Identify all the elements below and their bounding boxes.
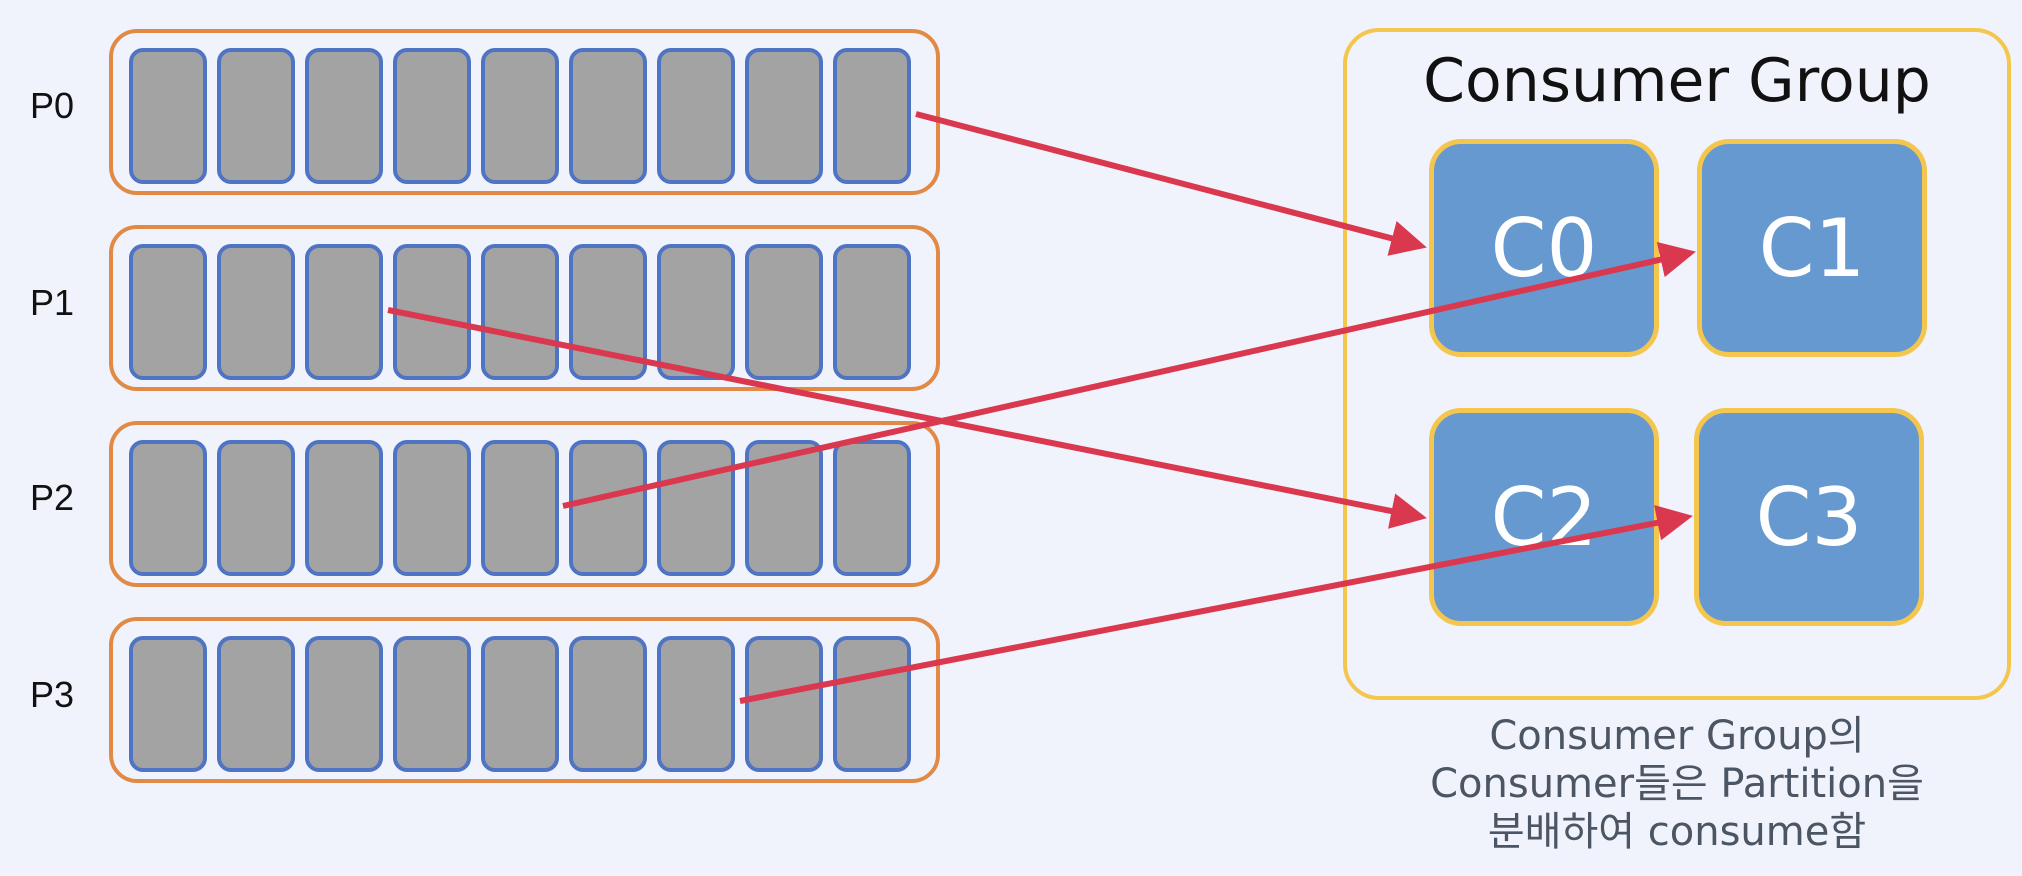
- record-p0-6: [657, 48, 735, 184]
- caption-line-1: Consumer Group의: [1489, 713, 1865, 759]
- record-p3-8: [833, 636, 911, 772]
- caption-line-2: Consumer들은 Partition을: [1430, 761, 1924, 807]
- record-p3-6: [657, 636, 735, 772]
- record-p0-5: [569, 48, 647, 184]
- arrow-p3-to-c3: [739, 505, 1693, 704]
- record-p3-4: [481, 636, 559, 772]
- record-p2-1: [217, 440, 295, 576]
- record-p0-1: [217, 48, 295, 184]
- record-p0-4: [481, 48, 559, 184]
- record-p2-3: [393, 440, 471, 576]
- record-p0-3: [393, 48, 471, 184]
- record-p2-0: [129, 440, 207, 576]
- record-p0-0: [129, 48, 207, 184]
- record-p1-4: [481, 244, 559, 380]
- record-p1-1: [217, 244, 295, 380]
- record-p3-1: [217, 636, 295, 772]
- partition-p0: [109, 29, 940, 195]
- record-p3-0: [129, 636, 207, 772]
- record-p1-8: [833, 244, 911, 380]
- partition-p1: [109, 225, 940, 391]
- consumer-group-title: Consumer Group: [1423, 46, 1931, 116]
- record-p2-5: [569, 440, 647, 576]
- record-p1-0: [129, 244, 207, 380]
- record-p2-8: [833, 440, 911, 576]
- record-p3-3: [393, 636, 471, 772]
- record-p2-4: [481, 440, 559, 576]
- arrow-p1-to-c2: [387, 307, 1427, 529]
- record-p1-6: [657, 244, 735, 380]
- record-p3-5: [569, 636, 647, 772]
- consumer-c0: C0: [1429, 139, 1659, 357]
- partition-label-p1: P1: [30, 282, 75, 323]
- record-p0-7: [745, 48, 823, 184]
- caption: Consumer Group의 Consumer들은 Partition을 분배…: [1343, 712, 2011, 856]
- record-p2-6: [657, 440, 735, 576]
- arrow-p0-to-c0: [915, 111, 1427, 256]
- record-p0-8: [833, 48, 911, 184]
- record-p3-7: [745, 636, 823, 772]
- partition-label-p3: P3: [30, 674, 75, 715]
- partition-label-p0: P0: [30, 85, 75, 126]
- partition-p3: [109, 617, 940, 783]
- record-p3-2: [305, 636, 383, 772]
- record-p1-7: [745, 244, 823, 380]
- consumer-c3: C3: [1694, 408, 1924, 626]
- consumer-c1: C1: [1697, 139, 1927, 357]
- consumer-group-box: [1343, 28, 2011, 700]
- record-p0-2: [305, 48, 383, 184]
- partition-p2: [109, 421, 940, 587]
- caption-line-3: 분배하여 consume함: [1487, 809, 1867, 855]
- partition-label-p2: P2: [30, 477, 75, 518]
- record-p1-2: [305, 244, 383, 380]
- arrow-p2-to-c1: [562, 242, 1696, 509]
- record-p2-2: [305, 440, 383, 576]
